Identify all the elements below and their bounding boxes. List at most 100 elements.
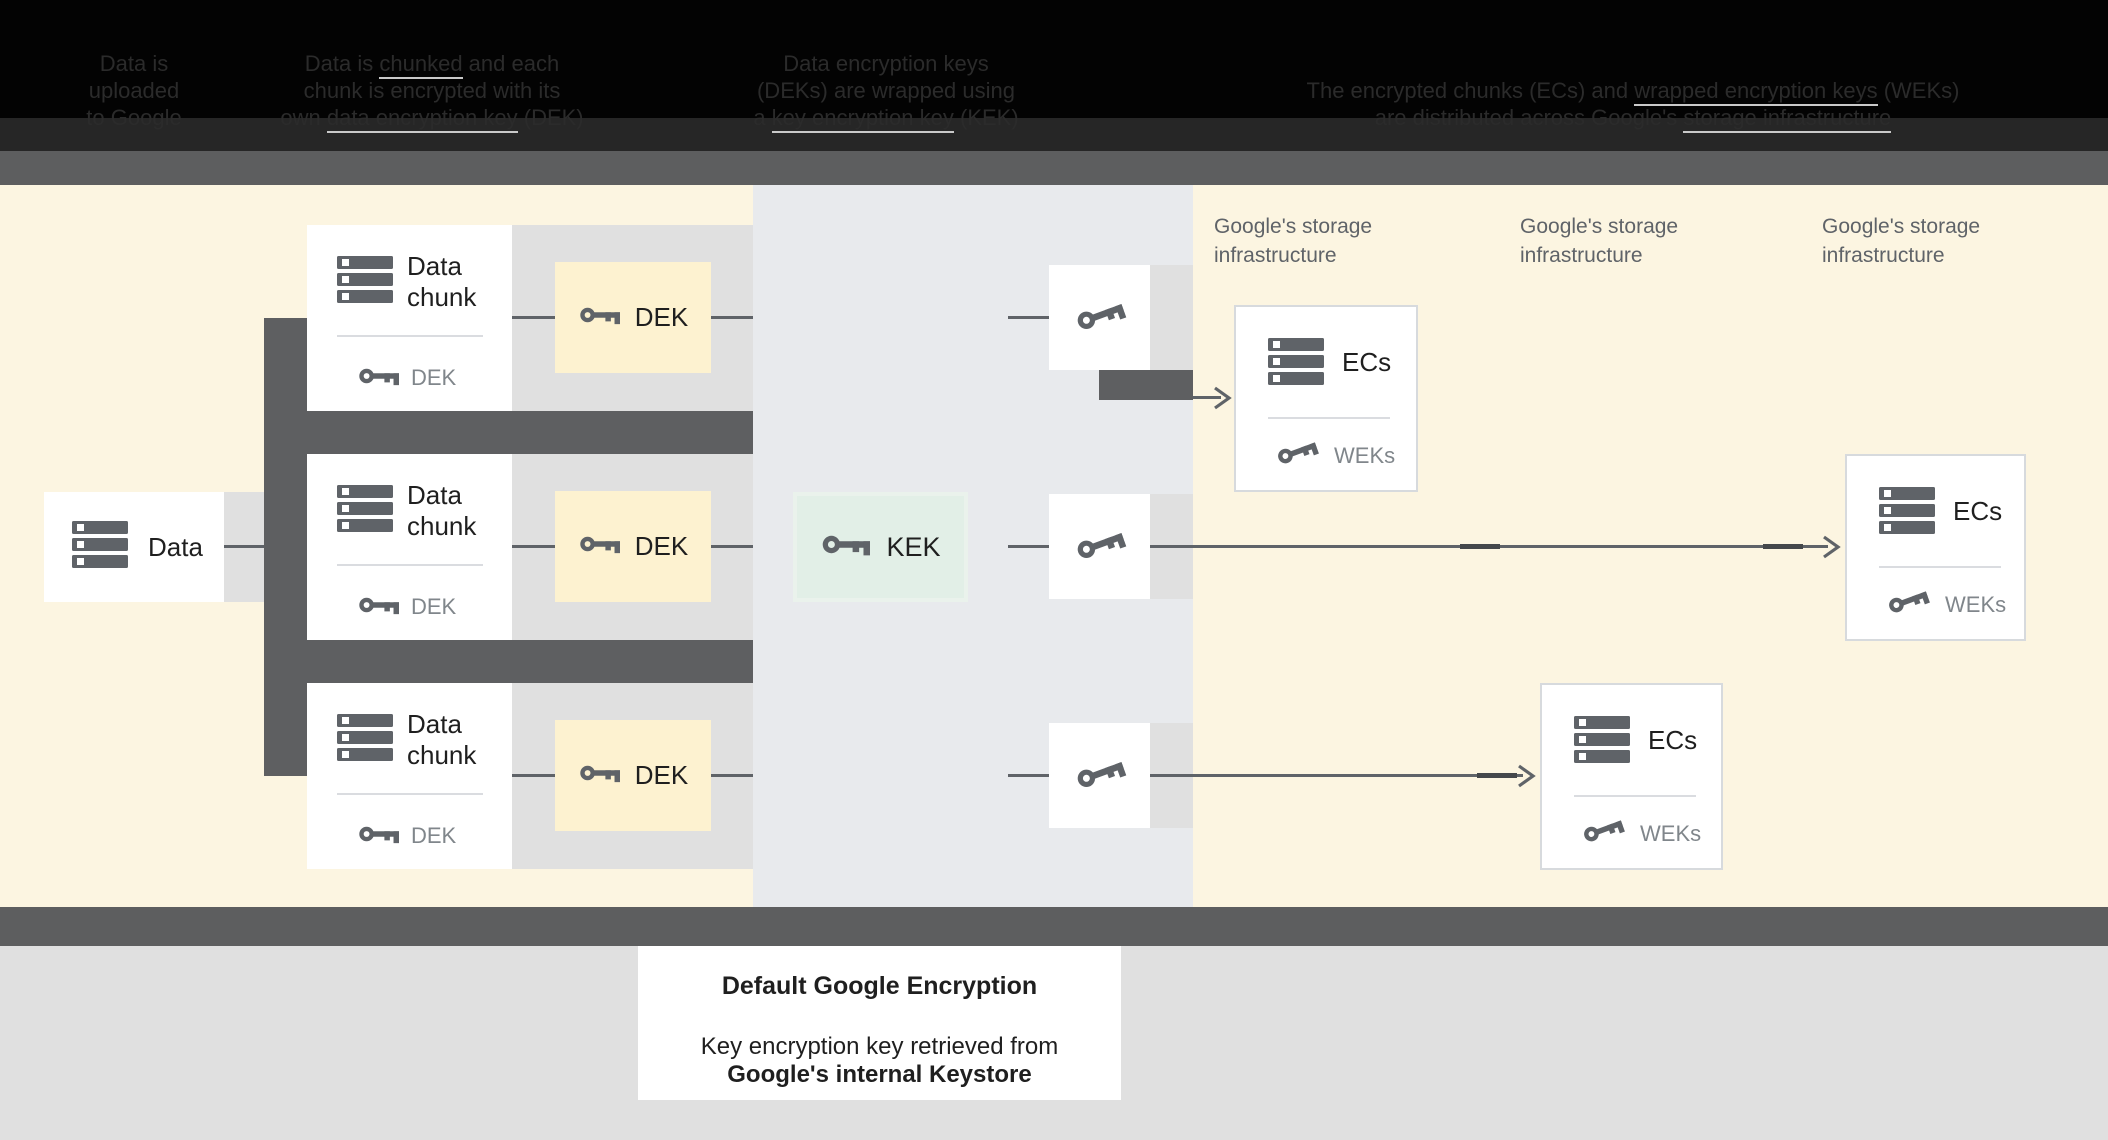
annotation-text: (DEKs) are wrapped using [756, 78, 1015, 103]
connector-line [1008, 316, 1049, 319]
ecs-box-2: ECs WEKs [1845, 454, 2026, 641]
bottom-divider-bar [0, 907, 2108, 946]
dek-link[interactable]: data encryption key [326, 105, 518, 133]
annotation-text: Data is [304, 51, 380, 76]
kek-box: KEK [793, 492, 968, 602]
kek-link[interactable]: key encryption key [771, 105, 954, 133]
tilted-key-icon-slot [1071, 752, 1129, 799]
connector-line [1008, 774, 1049, 777]
key-icon [1077, 303, 1126, 329]
wek-link[interactable]: wrapped encryption keys [1634, 78, 1878, 106]
server-icon-slot [1574, 716, 1630, 768]
annotation-distribution: The encrypted chunks (ECs) and wrapped e… [1283, 77, 1983, 133]
chunk-title: Data chunk [407, 251, 476, 313]
wrapped-key-box-1 [1049, 265, 1150, 370]
key-icon [1077, 532, 1126, 558]
arrow-dash [1460, 544, 1500, 549]
connector-line [711, 316, 753, 319]
arrowhead-slot [1516, 763, 1536, 794]
data-box: Data [44, 492, 224, 602]
key-icon [359, 597, 399, 615]
chunk-title-line: chunk [407, 740, 477, 770]
weks-label: WEKs [1945, 592, 2007, 617]
data-chunk-box-1: Data chunk DEK [307, 225, 512, 411]
annotation-chunk-encrypted: Data is chunked and each chunk is encryp… [262, 50, 602, 133]
weks-label: WEKs [1334, 443, 1396, 468]
header-divider-bar [0, 151, 2108, 185]
server-icon [1879, 487, 1935, 534]
wrapped-key-box-3 [1049, 723, 1150, 828]
server-icon-slot [337, 485, 393, 537]
server-icon [337, 256, 393, 303]
annotation-text: Data encryption keys [783, 51, 989, 76]
chunk-title-line: Data [407, 480, 462, 510]
key-band-1 [1150, 265, 1193, 370]
label-line: infrastructure [1822, 244, 1945, 267]
arrow-dash [1763, 544, 1803, 549]
dek-box-2: DEK [555, 491, 711, 602]
connector-line [1008, 545, 1049, 548]
dek-box-1: DEK [555, 262, 711, 373]
key-icon [1278, 442, 1320, 464]
server-icon [337, 714, 393, 761]
server-icon [1574, 716, 1630, 763]
caption-body-line: Google's internal Keystore [727, 1061, 1032, 1088]
key-icon [823, 535, 871, 556]
annotation-text: a [753, 105, 772, 130]
arrowhead-slot [1212, 385, 1232, 416]
key-icon [359, 368, 399, 386]
key-icon [580, 307, 620, 325]
tilted-key-icon-slot [1579, 813, 1628, 853]
tilted-key-icon-slot [1884, 584, 1933, 624]
key-icon [580, 765, 620, 783]
annotation-text: to Google [86, 105, 182, 130]
data-box-label: Data [148, 531, 203, 562]
key-icon-slot [357, 365, 399, 392]
box-divider [337, 793, 483, 795]
tilted-key-icon-slot [1273, 435, 1322, 475]
key-icon-slot [578, 304, 620, 331]
annotation-text: (DEK) [517, 105, 584, 130]
tilted-key-icon-slot [1071, 523, 1129, 570]
inter-row-bar-2 [264, 640, 753, 683]
storage-infrastructure-label-3: Google's storage infrastructure [1822, 212, 1980, 270]
chunk-dek-label: DEK [411, 823, 457, 848]
server-icon-slot [1879, 487, 1935, 539]
server-icon-slot [337, 256, 393, 308]
box-divider [1574, 795, 1696, 797]
key-icon [359, 826, 399, 844]
server-icon-slot [72, 521, 128, 573]
dek-box-label: DEK [634, 760, 689, 790]
dek-box-label: DEK [634, 531, 689, 561]
server-icon [337, 485, 393, 532]
box-divider [337, 564, 483, 566]
kek-box-label: KEK [886, 531, 941, 562]
annotation-text: own [280, 105, 327, 130]
caption-title: Default Google Encryption [721, 972, 1038, 1000]
annotation-text: (WEKs) [1877, 78, 1960, 103]
arrow-dash [1477, 773, 1517, 778]
server-icon-slot [337, 714, 393, 766]
key-icon-slot [578, 762, 620, 789]
key-icon [1584, 820, 1626, 842]
arrowhead-slot [1821, 534, 1841, 565]
chunk-title: Data chunk [407, 480, 476, 542]
chunk-title: Data chunk [407, 709, 476, 771]
server-icon-slot [1268, 338, 1324, 390]
arrowhead-icon [1518, 764, 1536, 788]
ecs-box-1: ECs WEKs [1234, 305, 1418, 492]
ecs-title: ECs [1648, 725, 1698, 755]
label-line: infrastructure [1214, 244, 1337, 267]
label-line: Google's storage [1520, 215, 1679, 238]
key-icon-slot [578, 533, 620, 560]
connector-line [512, 545, 555, 548]
storage-infrastructure-label-2: Google's storage infrastructure [1520, 212, 1678, 270]
arrow-line-3 [1150, 774, 1523, 777]
label-line: Google's storage [1214, 215, 1373, 238]
chunked-link[interactable]: chunked [379, 51, 463, 79]
box-divider [337, 335, 483, 337]
storage-infrastructure-link[interactable]: storage infrastructure [1683, 105, 1892, 133]
arrow-line-1 [1193, 396, 1221, 399]
caption-body-line: Key encryption key retrieved from [700, 1033, 1059, 1060]
distribution-bar [1099, 370, 1193, 400]
